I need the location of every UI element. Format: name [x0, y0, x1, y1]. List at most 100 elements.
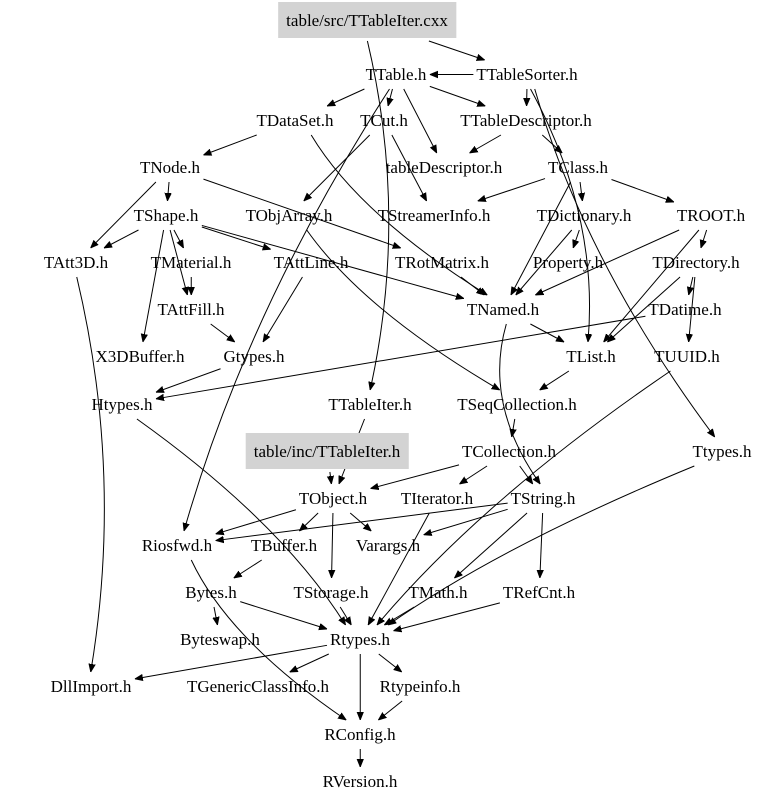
graph-node-tnamed[interactable]: TNamed.h: [467, 300, 540, 319]
graph-node-rtypeinfo[interactable]: Rtypeinfo.h: [380, 677, 461, 696]
graph-node-tmaterial[interactable]: TMaterial.h: [151, 253, 232, 272]
graph-node-byteswap[interactable]: Byteswap.h: [180, 630, 260, 649]
edge-tnamed-to-tstring: [499, 323, 541, 484]
graph-node-ttabledescriptor[interactable]: TTableDescriptor.h: [460, 111, 592, 130]
edge-src-to-ttableiter: [366, 40, 390, 390]
graph-node-tcut[interactable]: TCut.h: [360, 111, 408, 130]
graph-node-tdirectory[interactable]: TDirectory.h: [652, 253, 740, 272]
graph-node-bytes[interactable]: Bytes.h: [185, 583, 237, 602]
edge-ttable-to-tabledescriptor: [403, 88, 437, 153]
node-label: TTable.h: [366, 65, 427, 84]
graph-node-ttableiter[interactable]: TTableIter.h: [328, 395, 412, 414]
node-label: TNode.h: [140, 158, 200, 177]
graph-node-tcollection[interactable]: TCollection.h: [462, 442, 556, 461]
graph-node-tstorage[interactable]: TStorage.h: [293, 583, 369, 602]
graph-node-ttablesorter[interactable]: TTableSorter.h: [476, 65, 578, 84]
edge-troot-to-tlist: [604, 229, 700, 342]
graph-node-varargs[interactable]: Varargs.h: [356, 536, 421, 555]
node-label: TTableDescriptor.h: [460, 111, 592, 130]
graph-node-tatt3d[interactable]: TAtt3D.h: [44, 253, 109, 272]
node-label: Ttypes.h: [692, 442, 752, 461]
node-label: tableDescriptor.h: [386, 158, 503, 177]
node-label: TDirectory.h: [652, 253, 740, 272]
edge-tshape-to-tmaterial: [173, 229, 184, 248]
graph-node-tobjarray[interactable]: TObjArray.h: [246, 206, 333, 225]
graph-node-tattline[interactable]: TAttLine.h: [274, 253, 349, 272]
edge-ttypes-to-rtypes: [388, 465, 695, 625]
edge-tlist-to-tseqcollection: [540, 370, 570, 390]
node-label: TCollection.h: [462, 442, 556, 461]
node-label: TGenericClassInfo.h: [187, 677, 330, 696]
graph-node-tlist[interactable]: TList.h: [566, 347, 616, 366]
graph-node-ttypes[interactable]: Ttypes.h: [692, 442, 752, 461]
graph-node-tclass[interactable]: TClass.h: [548, 158, 608, 177]
node-label: TIterator.h: [401, 489, 474, 508]
edge-tcollection-to-tstring: [519, 465, 533, 484]
graph-node-ttable[interactable]: TTable.h: [366, 65, 427, 84]
edge-ttable-to-riosfwd: [184, 88, 390, 531]
node-label: TUUID.h: [654, 347, 720, 366]
node-label: TDatime.h: [648, 300, 722, 319]
node-label: TAttLine.h: [274, 253, 349, 272]
graph-node-tobject[interactable]: TObject.h: [299, 489, 368, 508]
graph-node-tdictionary[interactable]: TDictionary.h: [537, 206, 632, 225]
graph-node-tseqcollection[interactable]: TSeqCollection.h: [457, 395, 577, 414]
edge-tclass-to-troot: [611, 179, 673, 202]
graph-node-tattfill[interactable]: TAttFill.h: [157, 300, 225, 319]
graph-node-tdataset[interactable]: TDataSet.h: [257, 111, 334, 130]
graph-node-rtypes[interactable]: Rtypes.h: [330, 630, 390, 649]
graph-node-trefcnt[interactable]: TRefCnt.h: [503, 583, 576, 602]
edge-tdatime-to-htypes: [156, 315, 646, 399]
node-label: Property.h: [533, 253, 604, 272]
graph-node-gtypes[interactable]: Gtypes.h: [224, 347, 285, 366]
graph-node-tstreamerinfo[interactable]: TStreamerInfo.h: [378, 206, 491, 225]
edge-bytes-to-byteswap: [214, 606, 217, 625]
graph-node-tstring[interactable]: TString.h: [511, 489, 576, 508]
node-label: Varargs.h: [356, 536, 421, 555]
graph-node-property[interactable]: Property.h: [533, 253, 604, 272]
edge-htypes-to-rtypes: [136, 418, 346, 625]
edge-tshape-to-x3dbuffer: [143, 229, 165, 342]
graph-node-titerator[interactable]: TIterator.h: [401, 489, 474, 508]
graph-node-tabledescriptor[interactable]: tableDescriptor.h: [386, 158, 503, 177]
edge-ttable-to-tcut: [388, 88, 392, 106]
graph-node-tgenericclassinfo[interactable]: TGenericClassInfo.h: [187, 677, 330, 696]
node-label: TDataSet.h: [257, 111, 334, 130]
graph-node-trotmatrix[interactable]: TRotMatrix.h: [395, 253, 489, 272]
graph-node-rconfig[interactable]: RConfig.h: [324, 725, 396, 744]
highlight-box: [278, 2, 457, 38]
edge-troot-to-tnamed: [535, 229, 680, 296]
edge-rtypes-to-dllimport: [135, 644, 328, 679]
graph-node-tuuid[interactable]: TUUID.h: [654, 347, 720, 366]
graph-node-inc[interactable]: table/inc/TTableIter.h: [245, 433, 409, 469]
graph-node-tnode[interactable]: TNode.h: [140, 158, 200, 177]
node-label: TMaterial.h: [151, 253, 232, 272]
edge-ttabledescriptor-to-tclass: [541, 134, 562, 153]
graph-node-rversion[interactable]: RVersion.h: [323, 772, 398, 791]
node-label: Gtypes.h: [224, 347, 285, 366]
edge-tstring-to-tmath: [454, 512, 528, 578]
graph-node-htypes[interactable]: Htypes.h: [92, 395, 153, 414]
graph-node-x3dbuffer[interactable]: X3DBuffer.h: [96, 347, 185, 366]
edge-ttablesorter-to-tlist: [530, 88, 590, 342]
graph-node-src[interactable]: table/src/TTableIter.cxx: [278, 2, 457, 38]
edge-src-to-ttablesorter: [428, 40, 485, 60]
graph-node-tshape[interactable]: TShape.h: [134, 206, 199, 225]
graph-node-tdatime[interactable]: TDatime.h: [648, 300, 722, 319]
edge-trotmatrix-to-tnamed: [460, 276, 484, 295]
graph-node-tmath[interactable]: TMath.h: [408, 583, 468, 602]
highlight-box: [245, 433, 409, 469]
graph-node-troot[interactable]: TROOT.h: [677, 206, 746, 225]
graph-node-tbuffer[interactable]: TBuffer.h: [251, 536, 318, 555]
node-label: TTableSorter.h: [476, 65, 578, 84]
edge-inc-to-tobject: [330, 471, 332, 484]
graph-node-dllimport[interactable]: DllImport.h: [51, 677, 132, 696]
node-label: Bytes.h: [185, 583, 237, 602]
graph-node-riosfwd[interactable]: Riosfwd.h: [142, 536, 213, 555]
edge-tshape-to-tattline: [201, 226, 271, 249]
edge-tattfill-to-gtypes: [210, 323, 235, 342]
edge-tuuid-to-rtypes: [377, 370, 671, 625]
node-label: RVersion.h: [323, 772, 398, 791]
edge-tclass-to-tnamed: [511, 181, 572, 295]
node-label: Byteswap.h: [180, 630, 260, 649]
